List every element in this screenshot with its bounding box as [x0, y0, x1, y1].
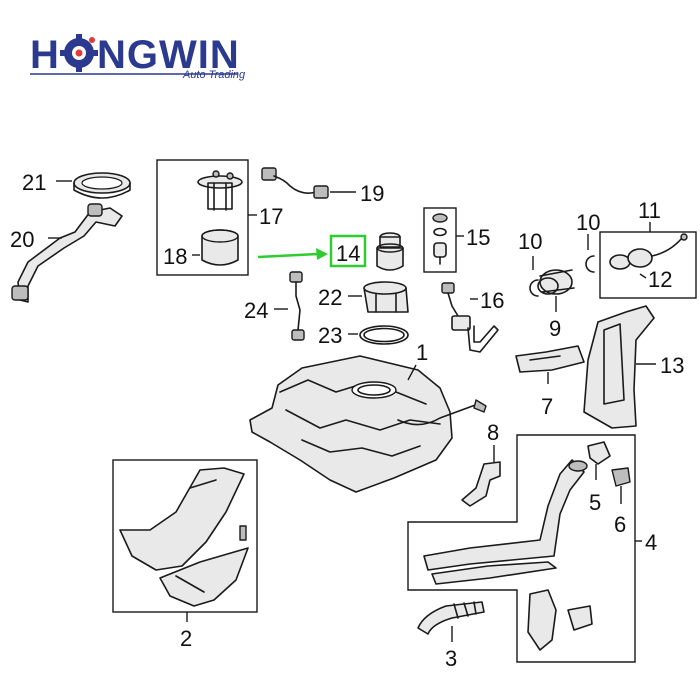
- callout-16: 16: [480, 288, 504, 313]
- part-sender-harness: [261, 167, 329, 199]
- callout-9: 9: [549, 316, 561, 341]
- logo-gear-icon: [60, 34, 98, 72]
- part-filler-boot: [537, 269, 575, 295]
- callout-1: 1: [416, 340, 428, 365]
- part-filler-clip: [587, 441, 611, 465]
- part-pump-bracket: [363, 281, 409, 313]
- callout-13: 13: [660, 353, 684, 378]
- callout-10a: 10: [518, 229, 542, 254]
- callout-12: 12: [648, 267, 672, 292]
- logo-letter-h: H: [30, 33, 60, 77]
- group-box-tank-shield: [112, 459, 258, 613]
- callout-23: 23: [318, 323, 342, 348]
- part-wire-harness: [289, 271, 305, 341]
- part-fuel-level-sensor: [441, 282, 499, 353]
- logo-subtitle: Auto Trading: [182, 69, 246, 81]
- part-vent-hose: [11, 203, 123, 303]
- callout-10b: 10: [576, 210, 600, 235]
- callout-14: 14: [336, 241, 360, 266]
- group-box-check-valve: [423, 207, 457, 273]
- group-box-fuel-pump-assembly: [156, 159, 249, 276]
- callout-7: 7: [541, 394, 553, 419]
- part-filler-neck: [423, 459, 593, 651]
- part-filler-guard: [583, 305, 655, 429]
- callout-8: 8: [487, 420, 499, 445]
- part-fuel-cap: [609, 233, 688, 270]
- part-mounting-bracket: [515, 345, 585, 373]
- part-check-valve: [432, 213, 448, 265]
- highlight-arrow: [257, 248, 328, 260]
- part-fuel-filter-element: [376, 232, 404, 271]
- logo-wordmark: NGWIN: [97, 33, 240, 77]
- part-fuel-filter: [201, 229, 239, 266]
- part-hose-clamp-left: [529, 279, 539, 297]
- part-hose-clamp-right: [585, 255, 595, 273]
- callout-4: 4: [645, 530, 657, 555]
- callout-2: 2: [180, 626, 192, 651]
- callout-22: 22: [318, 285, 342, 310]
- callout-6: 6: [614, 512, 626, 537]
- part-fuel-tank: [249, 355, 487, 493]
- part-fuel-pump-module: [197, 170, 243, 211]
- callout-17: 17: [259, 204, 283, 229]
- part-o-ring-gasket: [359, 325, 409, 345]
- callout-5: 5: [589, 490, 601, 515]
- callout-20: 20: [10, 227, 34, 252]
- part-filler-hose: [417, 601, 485, 635]
- callout-18: 18: [163, 244, 187, 269]
- callout-3: 3: [445, 646, 457, 671]
- callout-24: 24: [244, 298, 268, 323]
- brand-logo: H NGWIN Auto Trading: [30, 33, 246, 81]
- callout-21: 21: [22, 170, 46, 195]
- highlight-box-14: [329, 234, 367, 268]
- callout-15: 15: [466, 225, 490, 250]
- part-lock-ring: [73, 172, 131, 199]
- callout-19: 19: [360, 181, 384, 206]
- callout-11: 11: [638, 198, 661, 223]
- part-strap-bracket: [461, 461, 501, 507]
- part-tank-heat-shield: [119, 467, 249, 607]
- part-retainer: [611, 467, 631, 487]
- group-box-fuel-cap: [599, 231, 697, 299]
- group-box-filler-neck: [407, 434, 636, 663]
